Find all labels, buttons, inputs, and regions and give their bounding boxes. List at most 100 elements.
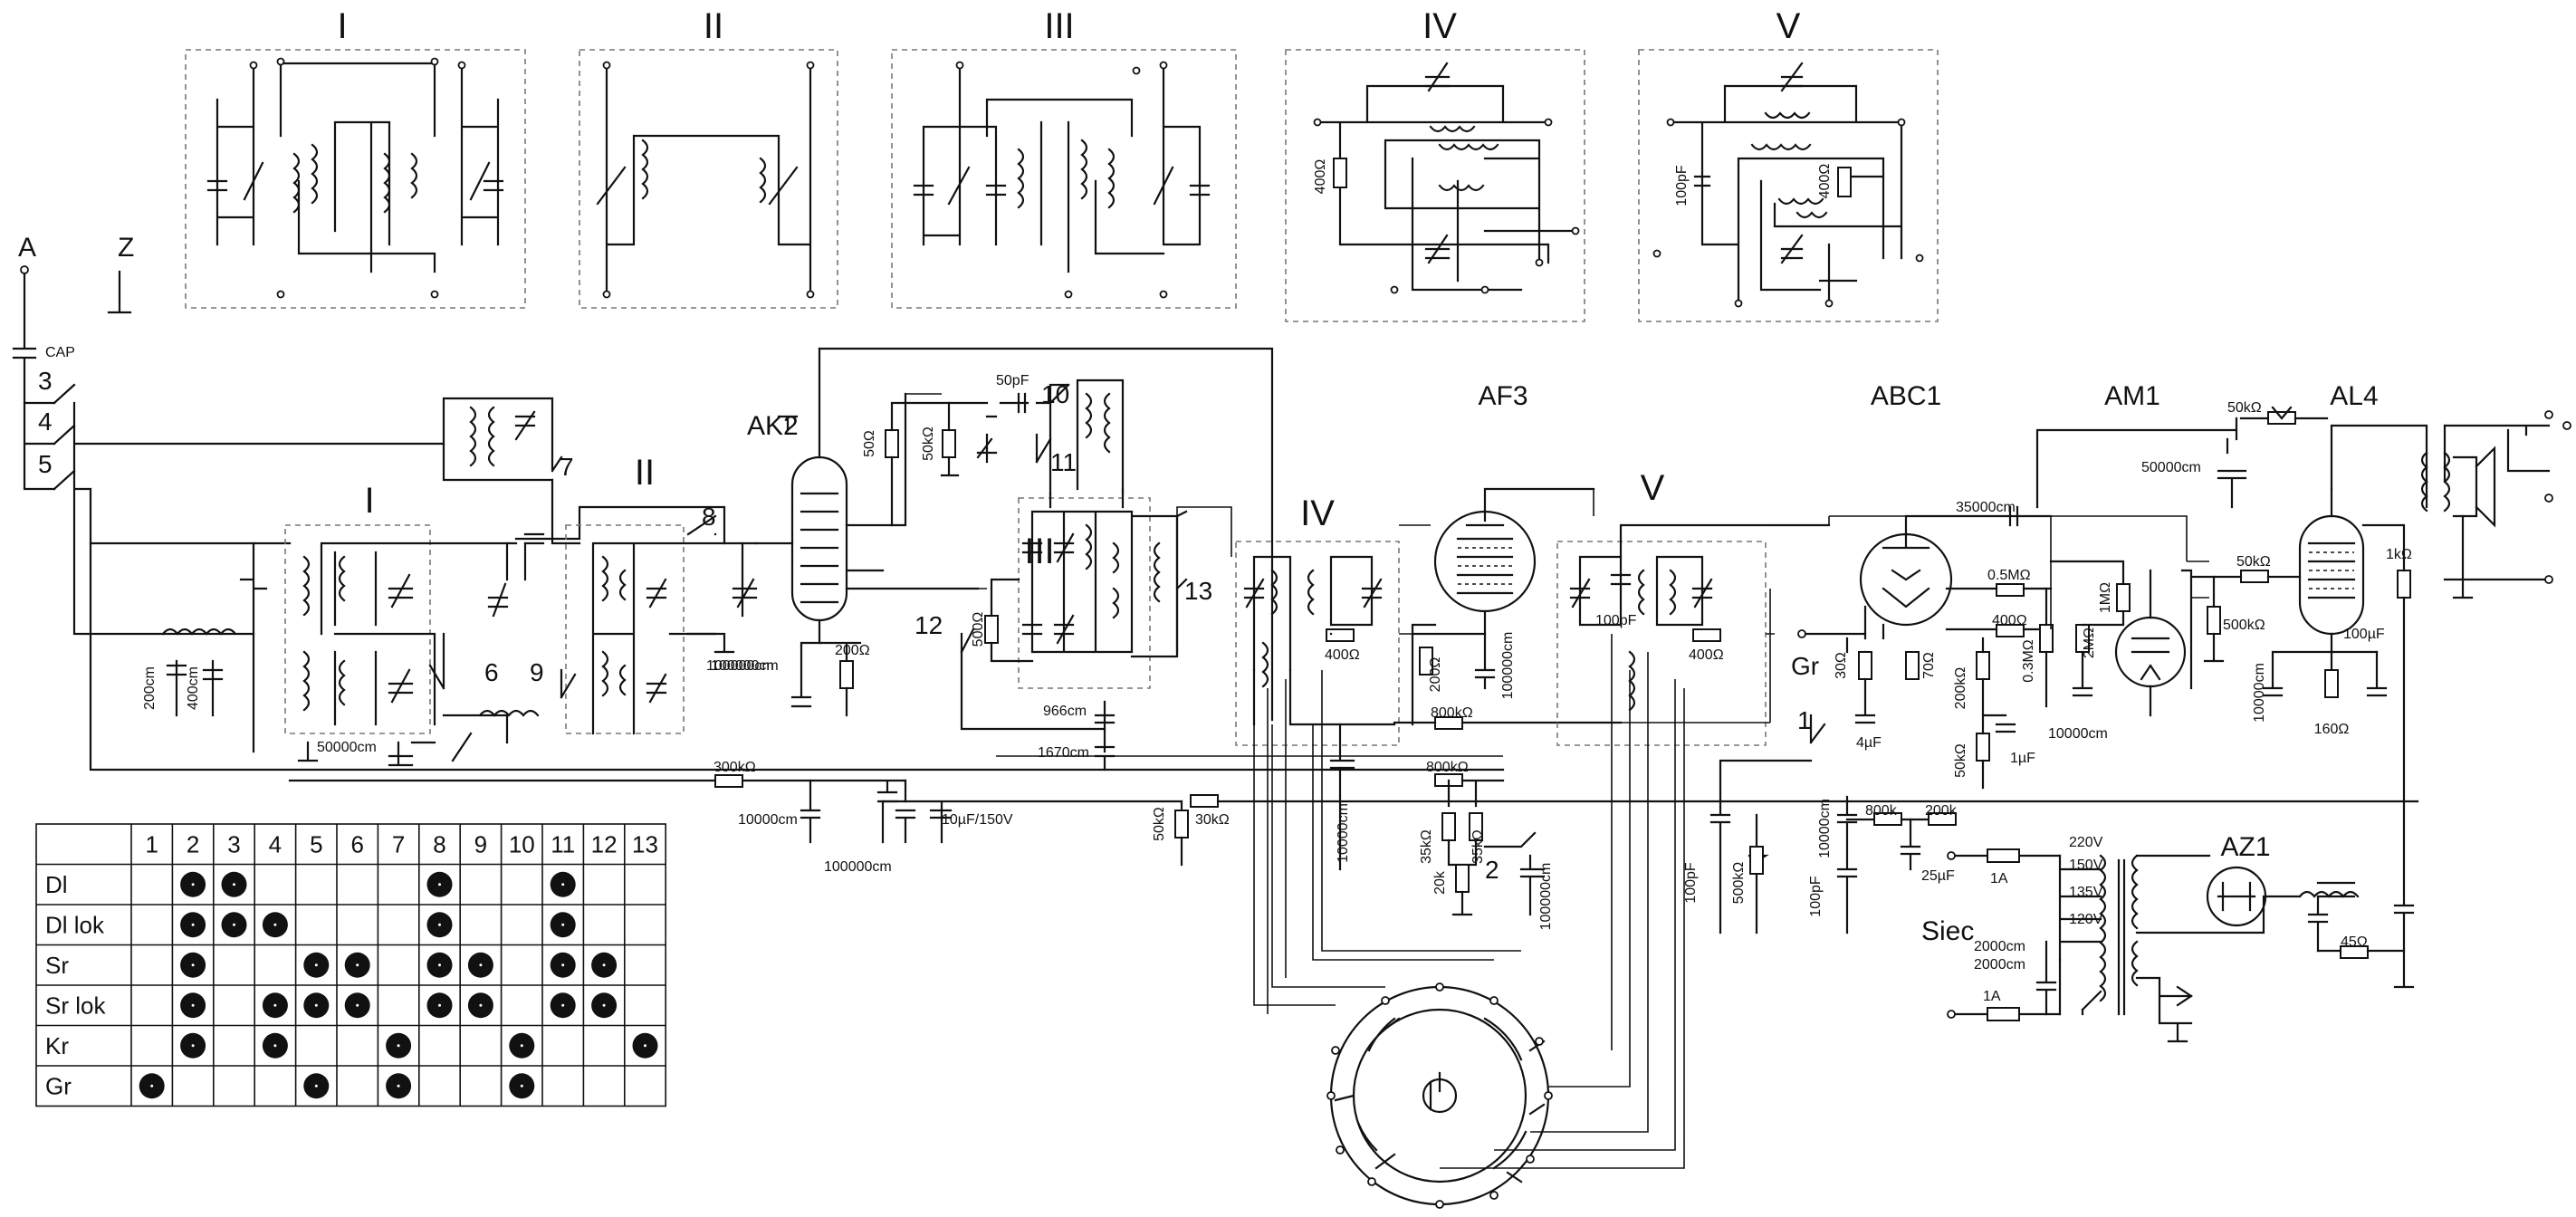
r35k-label-b: 35kΩ [1470, 829, 1486, 864]
band-box-label: V [1776, 6, 1801, 46]
c100pf-label-b: 100pF [1808, 876, 1824, 917]
c10000cm-label-c: 10000cm [1817, 799, 1833, 858]
switch-closed-marker-center [438, 883, 441, 886]
switch-closed-marker-center [479, 1003, 483, 1007]
switch-table-row-label: Dl lok [45, 911, 105, 938]
switch-table-row-label: Gr [45, 1072, 72, 1099]
c100uf-label: 100µF [2343, 627, 2385, 642]
tube-af3: AF3 200Ω 100000cm 800kΩ 800kΩ 35kΩ 35kΩ … [1393, 381, 1623, 931]
c100pf-label: 100pF [1595, 613, 1637, 628]
r70-label: 70Ω [1921, 652, 1937, 679]
switch-closed-marker-center [191, 963, 195, 967]
c4uf-label: 4µF [1856, 735, 1882, 751]
switch-closed-marker-center [561, 883, 565, 886]
switch-closed-marker-center [561, 1003, 565, 1007]
switch-table-column-header: 12 [591, 830, 618, 858]
r50-label: 50Ω [862, 430, 877, 457]
tube-ak2: AK2 200Ω 50Ω 50kΩ 100000cm [706, 347, 1274, 722]
r400-label: 400Ω [1325, 647, 1360, 663]
c100000cm-label-b: 100000cm [706, 658, 774, 674]
antenna-a-label: A [18, 233, 36, 263]
switch-closed-marker-center [520, 1044, 523, 1048]
c1670-label: 1670cm [1038, 745, 1089, 761]
r300k-label: 300kΩ [713, 760, 756, 775]
switch-closed-marker-center [561, 923, 565, 926]
c100pf-label: 100pF [1674, 165, 1690, 206]
r200-label: 200Ω [835, 643, 870, 658]
coil-group-label: V [1641, 468, 1665, 508]
r200k-label: 200kΩ [1953, 667, 1968, 710]
c25uf-label: 25µF [1921, 868, 1955, 884]
fuse-b-label: 1A [1983, 989, 2001, 1004]
c10000cm-label-b: 10000cm [1336, 803, 1351, 863]
switch-closed-marker-center [479, 963, 483, 967]
gr-label: Gr [1791, 652, 1819, 680]
r1m-label: 1MΩ [2098, 582, 2113, 613]
switch-table-column-header: 5 [310, 830, 322, 858]
antenna-input: A Z CAP 3 4 5 [12, 233, 445, 636]
coil-group-label: I [364, 481, 374, 521]
r500-label: 500Ω [971, 612, 986, 647]
switch-closed-marker-center [397, 1084, 400, 1088]
switch-closed-marker-center [233, 923, 235, 926]
switch-table-column-header: 4 [269, 830, 282, 858]
switch-closed-marker-center [273, 1003, 277, 1007]
c100000cm-label-c: 100000cm [824, 859, 892, 875]
switch-label: 1 [1797, 706, 1812, 734]
switch-label: 9 [530, 658, 544, 686]
tube-label: AF3 [1478, 381, 1527, 411]
v135-label: 135V [2069, 885, 2103, 900]
c10000cm-label: 10000cm [738, 812, 798, 828]
r800k-label-b: 800kΩ [1426, 760, 1469, 775]
siec-label: Siec [1921, 916, 1974, 946]
switch-closed-marker-center [273, 923, 277, 926]
band-box-label: IV [1422, 6, 1457, 46]
r160-label: 160Ω [2314, 722, 2350, 737]
cap-label: CAP [45, 345, 75, 360]
r50k-label: 50kΩ [2227, 400, 2262, 416]
r30k-label: 30kΩ [1195, 812, 1230, 828]
switch-closed-marker-center [356, 963, 359, 967]
switch-label: 2 [1485, 856, 1499, 884]
coil-group-v: V 100pF 400Ω [1556, 468, 1831, 746]
switch-closed-marker-center [438, 963, 441, 967]
switch-label: 12 [915, 611, 943, 639]
coil-group-label: II [635, 453, 655, 493]
switch-closed-marker-center [602, 963, 606, 967]
switch-table-column-header: 3 [227, 830, 240, 858]
band-box-i: I [185, 6, 526, 309]
band-box-v: V 400Ω 100pF [1638, 6, 1939, 322]
coil-group-iv: IV 400Ω 10000cm [1235, 494, 1400, 871]
c100000cm-label-d: 100000cm [1538, 863, 1554, 931]
r400-label: 400Ω [1817, 164, 1833, 199]
tube-am1: AM1 1MΩ 2MΩ 0.3MΩ 10000cm [2021, 381, 2193, 742]
switch-closed-marker-center [191, 883, 195, 886]
switch-label: 7 [560, 453, 574, 481]
switch-label: 6 [484, 658, 499, 686]
power-supply: AZ1 1A 1A Siec 220V 150V 135V 120V 2000c… [1921, 800, 2415, 1043]
v150-label: 150V [2069, 858, 2103, 873]
r30-label: 30Ω [1834, 652, 1849, 679]
r50k-label: 50kΩ [2236, 554, 2271, 570]
preselector: 7 [442, 397, 726, 618]
switch-closed-marker-center [314, 963, 318, 967]
tube-label: AM1 [2104, 381, 2160, 411]
switch-closed-marker-center [191, 923, 195, 926]
c1uf-label: 1µF [2010, 751, 2035, 766]
ht-rail: 300kΩ 10000cm 100000cm 10µF/150V 50kΩ 30… [288, 760, 2419, 875]
switch-table-column-header: 10 [509, 830, 535, 858]
r50k-label-b: 50kΩ [1152, 807, 1167, 841]
coil-group-ii: II 9 8 100000cm [530, 453, 779, 735]
switch-closed-marker-center [191, 1003, 195, 1007]
c2000b-label: 2000cm [1974, 957, 2025, 973]
switch-table-column-header: 2 [187, 830, 199, 858]
r500k-label: 500kΩ [1731, 862, 1747, 905]
switch-label: 10 [1041, 380, 1069, 408]
switch-closed-marker-center [356, 1003, 359, 1007]
switch-label: 13 [1184, 577, 1212, 605]
switch-table-column-header: 9 [474, 830, 487, 858]
tube-al4: AL4 50kΩ 50000cm 50kΩ 500kΩ 10000cm 160Ω… [2035, 381, 2571, 803]
band-box-iv: IV 400Ω [1285, 6, 1585, 322]
c35000-label: 35000cm [1956, 500, 2016, 515]
